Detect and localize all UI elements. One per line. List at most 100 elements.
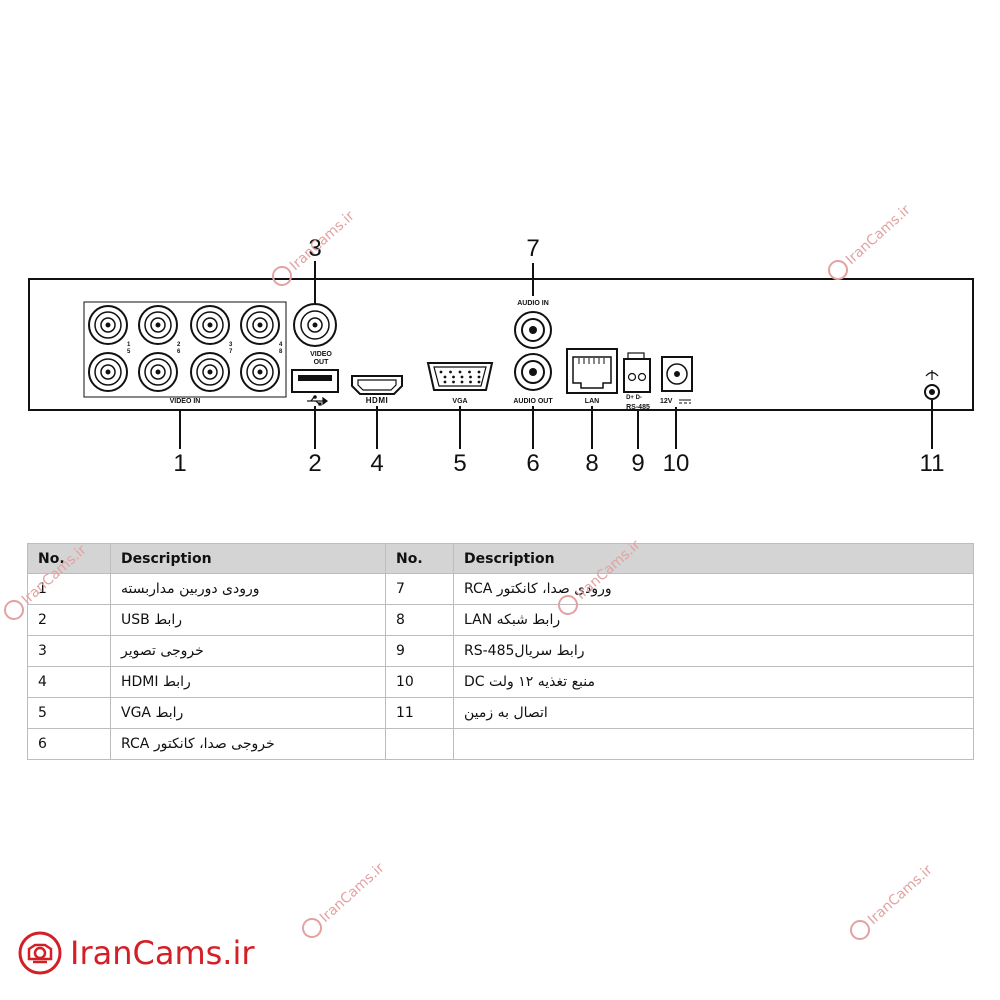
callout-8: 8 (585, 450, 598, 477)
vga-pin (477, 375, 481, 379)
bnc-connector-3 (190, 305, 230, 345)
brand-text: IranCams.ir (70, 934, 255, 972)
vga-pin (477, 370, 481, 374)
video-in-label: VIDEO IN (170, 398, 201, 405)
camera-logo-icon (18, 931, 62, 975)
device-body (28, 278, 974, 411)
bnc-number-label: 1 (127, 342, 131, 348)
watermark-bottom-right: IranCams.ir (850, 862, 936, 940)
rs485-pins-label: D+ D- (626, 395, 642, 401)
callout-3: 3 (308, 235, 321, 262)
row-number-cell: 2 (27, 604, 111, 636)
video-out-label-2: OUT (314, 359, 330, 366)
hdmi-port (351, 375, 403, 395)
vga-pin (439, 370, 443, 374)
dc-symbol-icon (679, 399, 691, 404)
vga-pin (443, 375, 447, 379)
bnc-connector-2 (138, 305, 178, 345)
description-text: خروجی صدا، کانکتور RCA (121, 736, 275, 752)
row-description-cell: خروجی تصویر (110, 635, 386, 667)
row-description-cell: رابط شبکه LAN (453, 604, 974, 636)
audio-out-label: AUDIO OUT (513, 398, 553, 405)
vga-pin (449, 370, 452, 374)
bnc-connector-5 (88, 352, 128, 392)
ground-terminal (924, 384, 940, 400)
callout-1: 1 (173, 450, 186, 477)
watermark-bottom-center: IranCams.ir (302, 860, 388, 938)
description-text: اتصال به زمین (464, 705, 548, 721)
svg-text:IranCams.ir: IranCams.ir (843, 202, 914, 268)
description-text: منبع تغذیه ۱۲ ولت DC (464, 674, 595, 690)
row-number-cell: 8 (385, 604, 454, 636)
description-text: رابط سریالRS-485 (464, 643, 585, 659)
usb-icon (307, 395, 328, 406)
callout-7: 7 (526, 235, 539, 262)
description-text: رابط VGA (121, 705, 184, 721)
bnc-number-label: 5 (127, 349, 131, 355)
rs485-terminal (623, 352, 651, 393)
vga-pin (477, 380, 481, 384)
table-row: 5 رابط VGA 11 اتصال به زمین (27, 697, 974, 729)
vga-pin (460, 375, 464, 379)
description-text: ورودی صدا، کانکتور RCA (464, 581, 612, 597)
bnc-number-label: 3 (229, 342, 233, 348)
lan-label: LAN (585, 398, 599, 405)
description-text: خروجی تصویر (121, 643, 204, 659)
bnc-number-label: 6 (177, 349, 181, 355)
lan-port (566, 348, 618, 394)
vga-label: VGA (452, 398, 467, 405)
header-no-2: No. (385, 543, 454, 574)
row-number-cell: 11 (385, 697, 454, 729)
power-jack (661, 356, 693, 392)
leader-lines (179, 261, 933, 449)
video-out-connector (293, 303, 337, 347)
row-description-cell (453, 728, 974, 760)
watermark-top-left: IranCams.ir (272, 208, 358, 286)
vga-pin (469, 375, 472, 379)
callout-11: 11 (920, 450, 945, 477)
description-text: رابط HDMI (121, 674, 191, 690)
vga-pin (452, 375, 455, 379)
video-out-label-1: VIDEO (310, 351, 332, 358)
bnc-number-label: 8 (279, 349, 283, 355)
row-number-cell: 5 (27, 697, 111, 729)
audio-in-connector (514, 311, 552, 349)
table-header-row: No. Description No. Description (27, 543, 974, 574)
svg-text:IranCams.ir: IranCams.ir (287, 208, 358, 274)
row-description-cell: خروجی صدا، کانکتور RCA (110, 728, 386, 760)
video-in-group (83, 301, 287, 398)
callout-9: 9 (631, 450, 644, 477)
ground-icon (925, 370, 939, 380)
bnc-number-label: 7 (229, 349, 233, 355)
row-number-cell: 3 (27, 635, 111, 667)
row-description-cell: رابط سریالRS-485 (453, 635, 974, 667)
rs485-label: RS-485 (626, 404, 650, 411)
audio-out-connector (514, 353, 552, 391)
row-number-cell: 6 (27, 728, 111, 760)
vga-pin (458, 370, 462, 374)
bnc-connector-7 (190, 352, 230, 392)
bnc-number-label: 4 (279, 342, 283, 348)
row-number-cell: 7 (385, 573, 454, 605)
row-number-cell: 4 (27, 666, 111, 698)
callout-10: 10 (663, 450, 690, 477)
bnc-connector-8 (240, 352, 280, 392)
vga-pin (460, 380, 464, 384)
callout-4: 4 (370, 450, 383, 477)
row-description-cell: منبع تغذیه ۱۲ ولت DC (453, 666, 974, 698)
svg-text:IranCams.ir: IranCams.ir (865, 862, 936, 928)
row-description-cell: رابط USB (110, 604, 386, 636)
hdmi-label: HDMI (366, 396, 388, 405)
vga-pin (452, 380, 455, 384)
description-text: رابط USB (121, 612, 183, 628)
row-number-cell (385, 728, 454, 760)
callout-5: 5 (453, 450, 466, 477)
row-description-cell: ورودی دوربین مداربسته (110, 573, 386, 605)
vga-pin (468, 370, 471, 374)
svg-text:IranCams.ir: IranCams.ir (317, 860, 388, 926)
